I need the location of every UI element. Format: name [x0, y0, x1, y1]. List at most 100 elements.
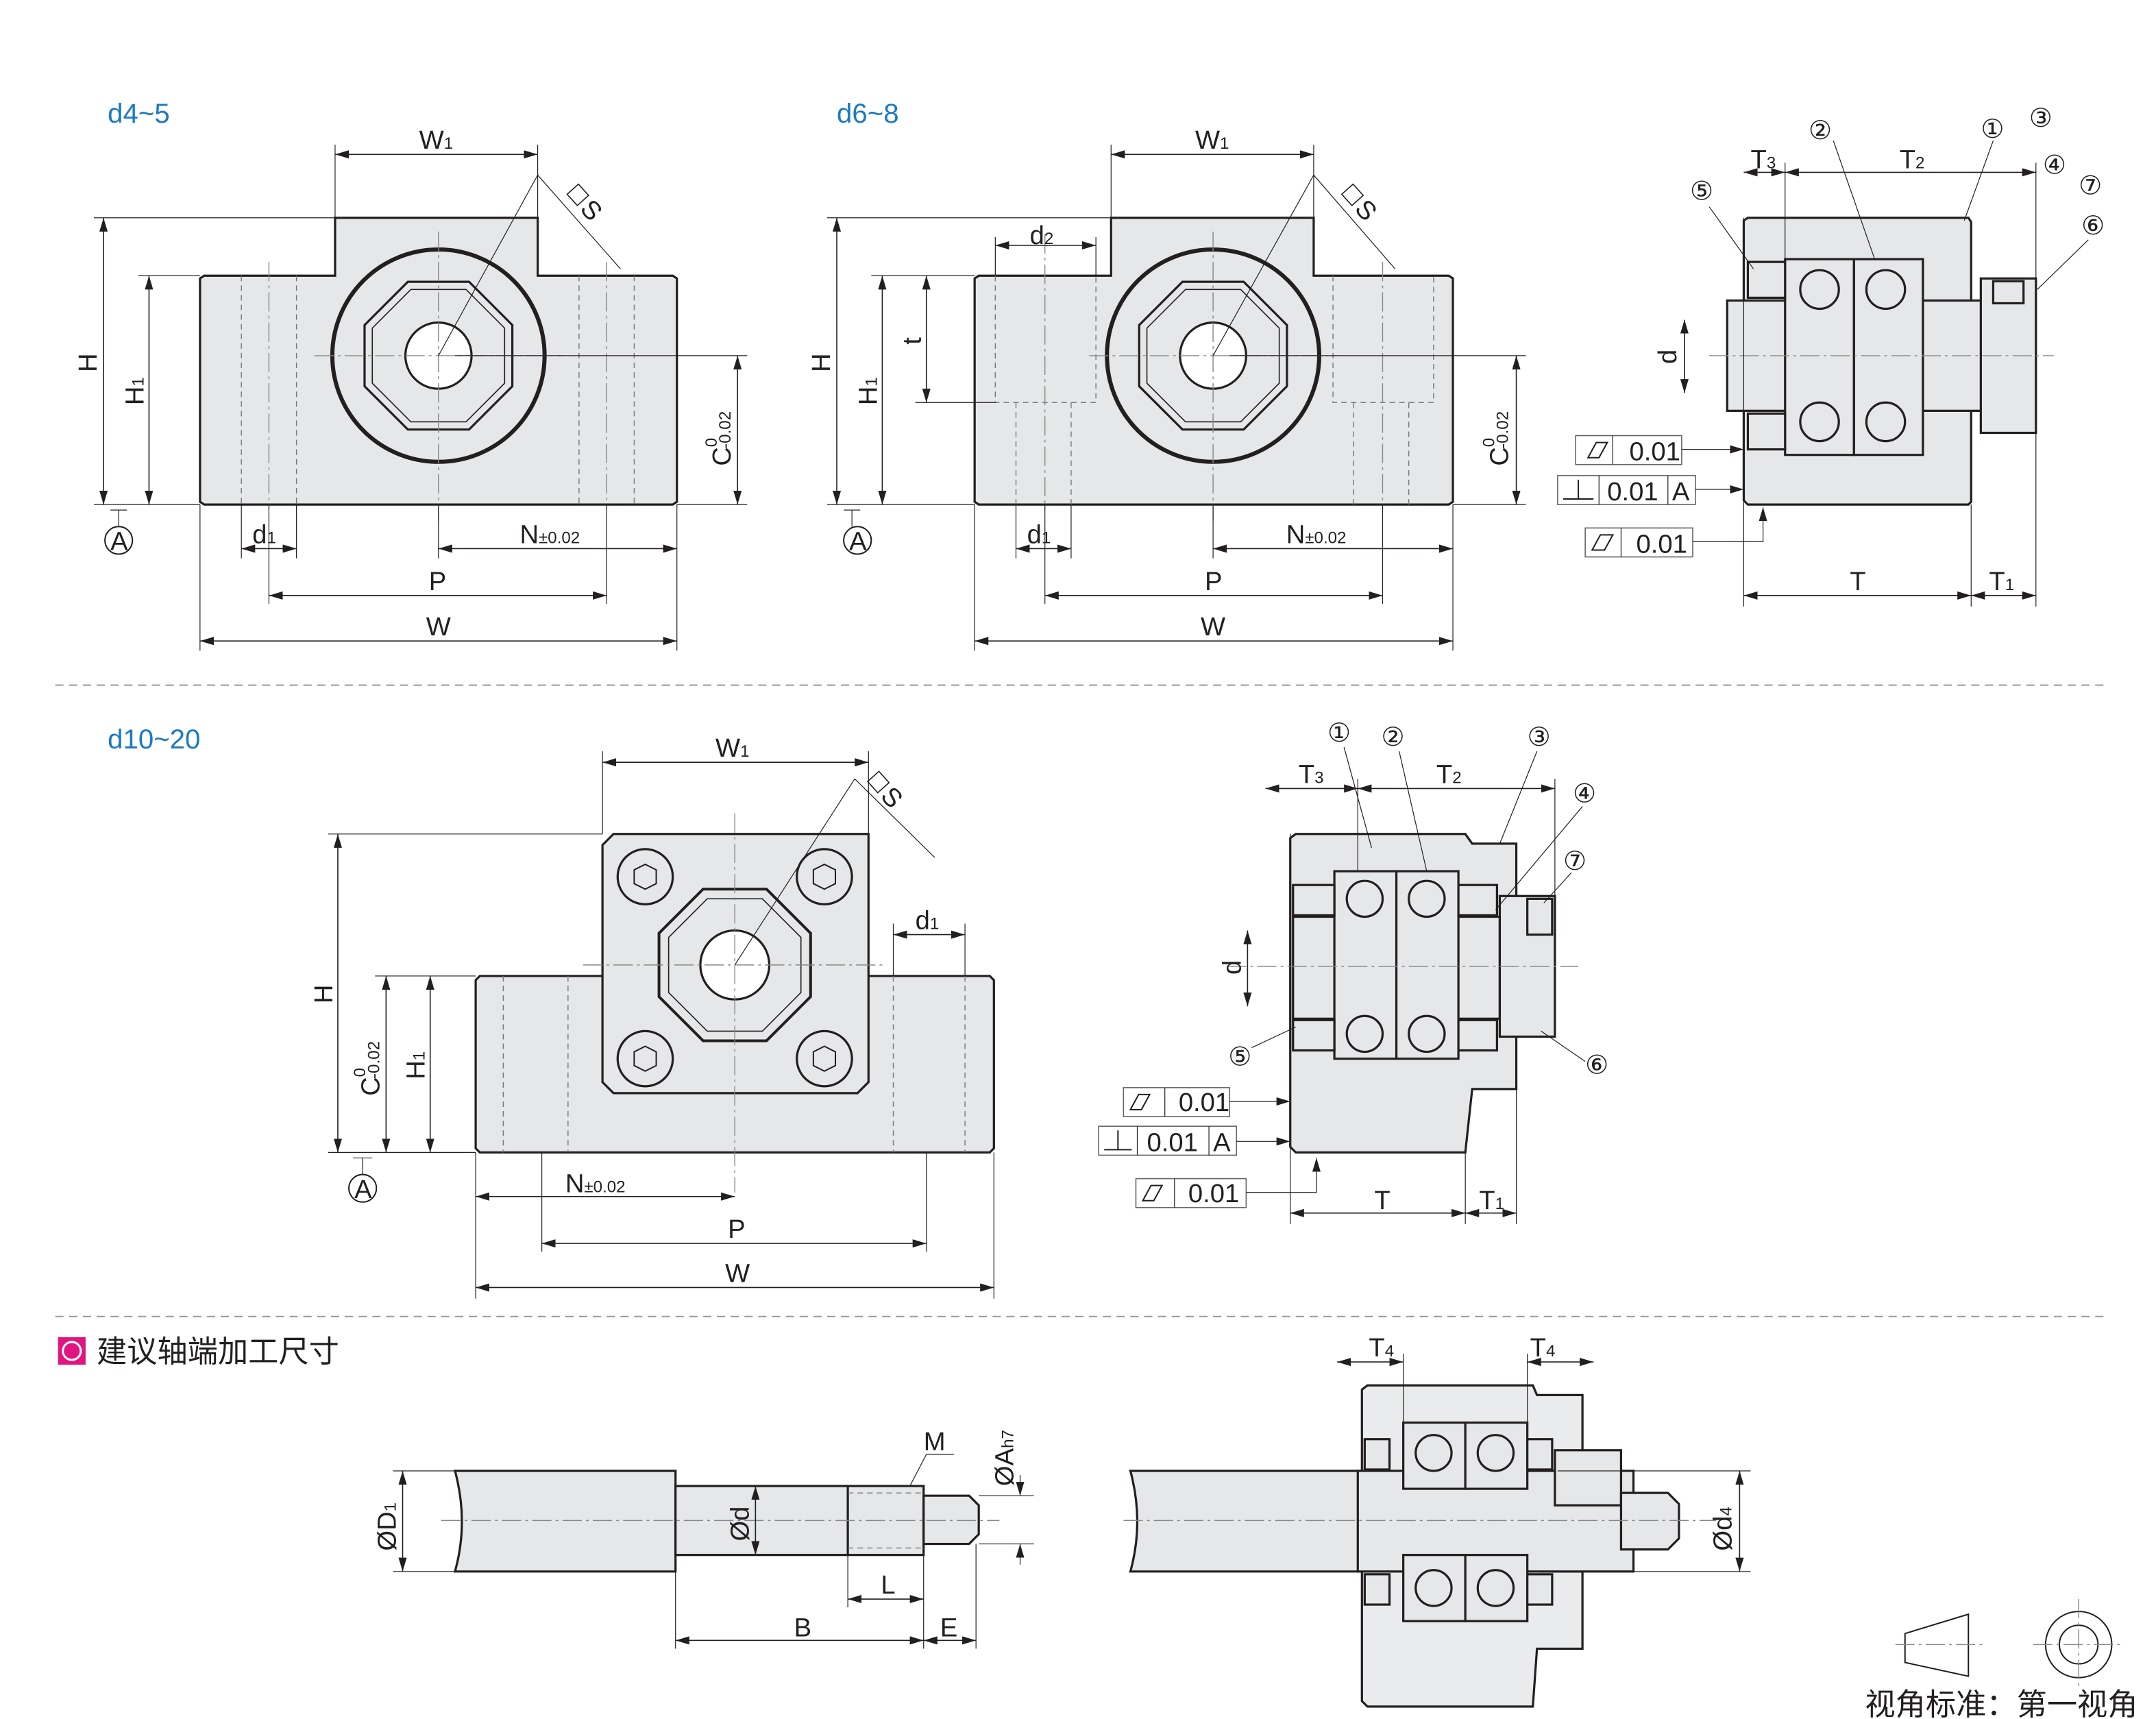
side-section-view-small: T3 T2 T T1 d ① ② ③ ④ ⑤ ⑥ ⑦ 0.01 0.01 A 0… [1557, 103, 2105, 607]
tolerance-flatness: 0.01 [1135, 1158, 1321, 1208]
view-d4-5: d4~5 W1 S H H1 C0-0.02 A [73, 98, 748, 651]
view-title-d4-5: d4~5 [108, 98, 170, 129]
tolerance-flatness: 0.01 [1123, 1087, 1290, 1117]
datum-A: A [354, 1175, 372, 1204]
svg-text:A: A [1213, 1127, 1231, 1157]
dim-T3: T3 [1750, 145, 1776, 174]
dim-H: H [73, 353, 103, 372]
svg-text:0.01: 0.01 [1188, 1179, 1239, 1208]
first-angle-cone-icon [1904, 1613, 1970, 1677]
svg-text:0.01: 0.01 [1147, 1127, 1198, 1157]
balloon-6: ⑥ [1585, 1051, 1608, 1080]
svg-text:0.01: 0.01 [1629, 437, 1680, 467]
dim-H1: H1 [120, 377, 149, 405]
shaft-end-drawing: ØD1 Ød M ØAh7 L B E [372, 1427, 1034, 1649]
dim-d1: d1 [916, 906, 940, 936]
section-title: 建议轴端加工尺寸 [97, 1335, 339, 1369]
dim-T2: T2 [1900, 145, 1925, 174]
balloon-1: ① [1327, 718, 1351, 748]
flatness-icon [1129, 1093, 1151, 1111]
balloon-2: ② [1381, 722, 1404, 752]
view-title-d10-20: d10~20 [108, 724, 200, 755]
dim-W: W [426, 612, 451, 642]
datum-A-marker [348, 1173, 378, 1203]
dim-T3: T3 [1299, 759, 1324, 789]
dim-W1: W1 [715, 733, 749, 763]
view-d6-8: d6~8 [807, 98, 1526, 651]
projection-symbol: 视角标准：第一视角 [1865, 1599, 2138, 1719]
ball [1345, 879, 1384, 918]
view-title-d6-8: d6~8 [837, 98, 899, 129]
dim-L: L [881, 1570, 895, 1600]
view-d10-20: d10~20 W1 S d1 H C0- [108, 724, 995, 1299]
lock-nut [1554, 1449, 1623, 1507]
dim-T2: T2 [1436, 759, 1462, 789]
tolerance-flatness: 0.01 [1584, 507, 1767, 559]
dim-C: C0-0.02 [1480, 411, 1514, 466]
dim-T4-right: T4 [1530, 1333, 1556, 1363]
projection-note: 视角标准：第一视角 [1865, 1688, 2137, 1719]
tolerance-perpendicularity: 0.01 A [1557, 475, 1744, 507]
dim-phi-A-h7: ØAh7 [990, 1430, 1019, 1486]
svg-text:0.01: 0.01 [1607, 477, 1658, 507]
dim-W1: W1 [1195, 125, 1229, 155]
dim-M: M [924, 1427, 946, 1456]
svg-text:S: S [875, 781, 909, 814]
dim-H: H [309, 985, 339, 1004]
dim-W: W [1201, 612, 1225, 642]
dim-T: T [1374, 1186, 1390, 1215]
flatness-icon [1591, 534, 1615, 551]
dim-C: C0-0.02 [702, 411, 737, 466]
dim-T: T [1850, 567, 1865, 596]
dim-phi-d4: Ød4 [1708, 1507, 1737, 1550]
dim-d1: d1 [252, 520, 276, 549]
dim-C: C0-0.02 [351, 1041, 385, 1096]
ball [1799, 269, 1840, 310]
balloon-6: ⑥ [2081, 211, 2105, 241]
tolerance-perpendicularity: 0.01 A [1098, 1125, 1290, 1157]
datum-A-marker [104, 526, 134, 555]
shaft-end-section-header: 建议轴端加工尺寸 [58, 1335, 339, 1369]
balloon-4: ④ [2043, 150, 2066, 180]
dim-S: S [866, 770, 909, 814]
dim-T1: T1 [1989, 567, 2014, 596]
dim-t: t [898, 337, 927, 345]
balloon-5: ⑤ [1690, 177, 1713, 206]
balloon-3: ③ [1528, 722, 1551, 752]
dim-H1: H1 [402, 1051, 431, 1080]
dim-d: d [1217, 960, 1247, 975]
dim-P: P [1205, 567, 1222, 596]
dim-d2: d2 [1030, 221, 1054, 250]
dim-P: P [728, 1215, 745, 1244]
side-section-view-large: T3 T2 T T1 d ① ② ③ ④ ⑤ ⑥ ⑦ 0.01 0.01 A [1098, 718, 1608, 1224]
dim-W1: W1 [419, 125, 453, 155]
svg-text:0.01: 0.01 [1637, 530, 1687, 559]
balloon-7: ⑦ [2079, 171, 2102, 201]
tolerance-flatness: 0.01 [1575, 435, 1744, 467]
ball [1414, 1434, 1453, 1472]
balloon-7: ⑦ [1563, 846, 1587, 876]
datum-A: A [110, 526, 128, 556]
dim-S: S [1340, 183, 1383, 227]
shaft-assembly-drawing: T4 T4 Ød4 [1123, 1333, 1751, 1708]
square-icon [866, 770, 890, 794]
dim-S: S [566, 183, 608, 227]
dim-W: W [725, 1258, 750, 1288]
mounting-bolt [616, 848, 853, 1088]
dim-phi-d: Ød [725, 1507, 755, 1541]
dim-B: B [794, 1613, 811, 1642]
dim-T4-left: T4 [1369, 1333, 1394, 1363]
dim-E: E [940, 1613, 957, 1642]
dim-P: P [429, 567, 446, 596]
square-icon [1340, 183, 1364, 207]
balloon-2: ② [1809, 116, 1832, 145]
dim-H: H [807, 353, 836, 372]
dim-phi-D1: ØD1 [372, 1502, 402, 1551]
dim-N: N±0.02 [1286, 520, 1347, 549]
dim-H1: H1 [853, 377, 883, 405]
svg-text:A: A [1672, 477, 1690, 507]
svg-text:0.01: 0.01 [1179, 1088, 1229, 1117]
dim-N: N±0.02 [565, 1169, 626, 1199]
dim-T1: T1 [1479, 1186, 1504, 1215]
